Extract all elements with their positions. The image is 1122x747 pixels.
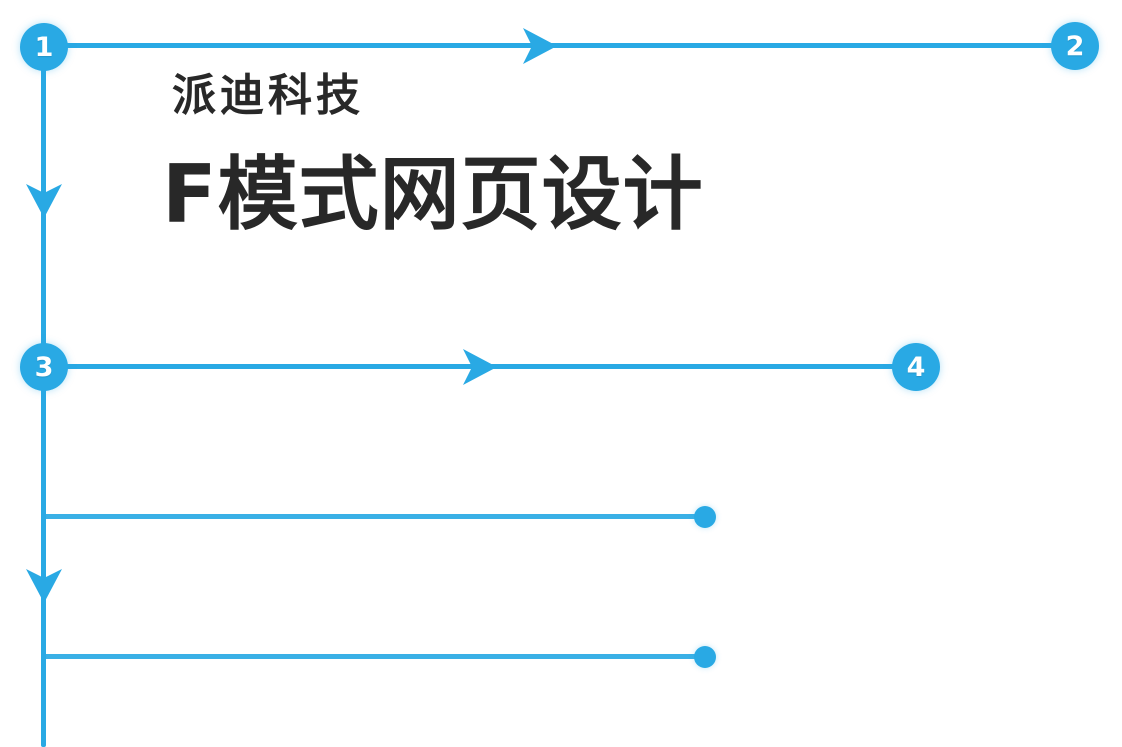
brand-text: 派迪科技 xyxy=(172,70,364,121)
line-end-dot xyxy=(694,506,716,528)
node-3: 3 xyxy=(20,343,68,391)
node-1: 1 xyxy=(20,23,68,71)
arrow-right-icon xyxy=(463,349,497,385)
page-title: F模式网页设计 xyxy=(162,148,704,241)
scan-line-1 xyxy=(44,514,705,519)
line-end-dot xyxy=(694,646,716,668)
arrow-right-icon xyxy=(523,28,557,64)
node-4: 4 xyxy=(892,343,940,391)
scan-line-2 xyxy=(44,654,705,659)
arrow-down-icon xyxy=(26,569,62,603)
flow-line-top xyxy=(44,43,1075,48)
node-2: 2 xyxy=(1051,22,1099,70)
flow-line-vertical xyxy=(41,46,46,747)
arrow-down-icon xyxy=(26,184,62,218)
